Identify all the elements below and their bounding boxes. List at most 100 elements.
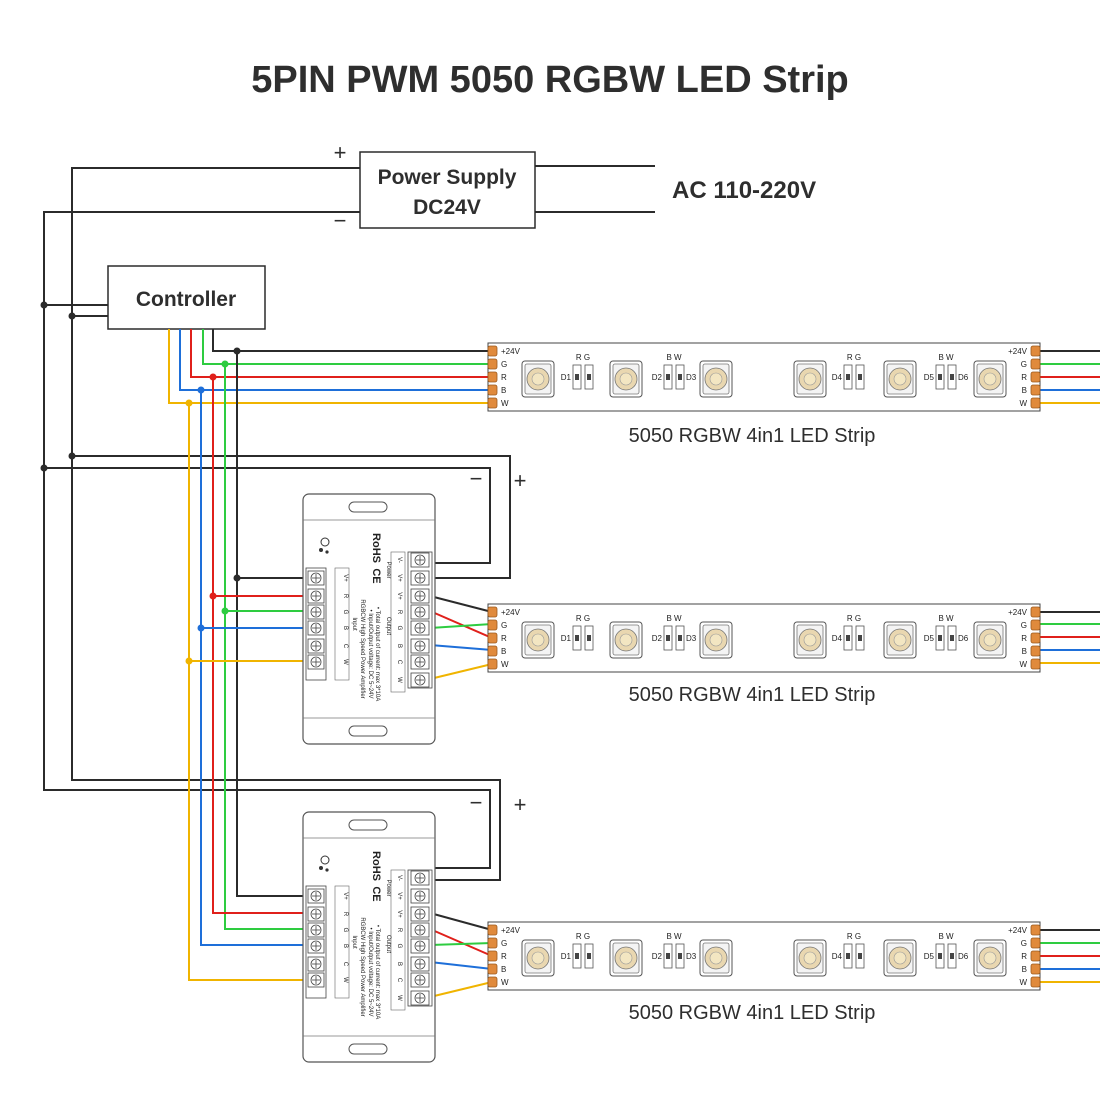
- amp-output-pin-label: V+: [396, 910, 402, 918]
- power-supply: Power Supply DC24V + −: [334, 140, 536, 233]
- power-supply-line2: DC24V: [413, 196, 481, 219]
- solder-pad-right: [1030, 976, 1041, 988]
- resistor-pair: R GD4: [832, 932, 865, 969]
- solder-pad-left: [487, 619, 498, 631]
- solder-pad-right: [1030, 658, 1041, 670]
- amp-input-pin-label: B: [342, 626, 348, 630]
- strip-pin-label-left: +24V: [501, 926, 521, 935]
- svg-text:D5: D5: [924, 952, 935, 961]
- amp-output-pin-label: B: [396, 962, 402, 966]
- strip-pin-label-right: R: [1021, 634, 1027, 643]
- strip-pin-label-right: G: [1021, 621, 1027, 630]
- amp-input-pin-label: V+: [342, 574, 348, 582]
- svg-text:D3: D3: [686, 373, 697, 382]
- amp-output-pin-label: G: [396, 944, 402, 949]
- solder-pad-left: [487, 645, 498, 657]
- amp-spec-current: • Total output of current: max 3*10A: [374, 607, 380, 701]
- svg-text:D1: D1: [561, 952, 572, 961]
- led-chip-5050: [699, 939, 733, 977]
- amp-input-pin-label: G: [342, 610, 348, 615]
- strip-pin-label-right: G: [1021, 939, 1027, 948]
- solder-pad-right: [1030, 606, 1041, 618]
- strip-pin-label-right: +24V: [1008, 608, 1028, 617]
- amp-output-pin-label: G: [396, 626, 402, 631]
- amp1-supply-plus: +: [514, 468, 527, 493]
- strip-pin-label-left: B: [501, 647, 506, 656]
- amp2-supply-plus: +: [514, 792, 527, 817]
- svg-text:D6: D6: [958, 373, 969, 382]
- amp-input-pin-label: W: [342, 659, 348, 665]
- controller-label: Controller: [136, 288, 236, 311]
- brand-logo-icon: [319, 855, 330, 872]
- solder-pad-left: [487, 976, 498, 988]
- svg-text:R G: R G: [847, 353, 861, 362]
- amp-power-label: Power: [385, 879, 391, 896]
- strip-pin-label-left: R: [501, 373, 507, 382]
- strip-continuation-wires: [1040, 350, 1100, 983]
- led-chip-5050: [699, 360, 733, 398]
- strip-pin-label-right: B: [1022, 647, 1027, 656]
- amp-product-name: RGBCW High Speed Power Amplifier: [359, 599, 365, 698]
- solder-pad-right: [1030, 950, 1041, 962]
- svg-text:R G: R G: [847, 932, 861, 941]
- led-strip-3-label: 5050 RGBW 4in1 LED Strip: [629, 1002, 876, 1024]
- svg-text:D2: D2: [652, 634, 663, 643]
- svg-text:D4: D4: [832, 373, 843, 382]
- strip-pin-label-right: W: [1019, 660, 1027, 669]
- led-chip-5050: [521, 621, 555, 659]
- solder-pad-right: [1030, 384, 1041, 396]
- svg-text:R G: R G: [576, 353, 590, 362]
- solder-pad-left: [487, 606, 498, 618]
- led-chip-5050: [973, 360, 1007, 398]
- svg-text:R G: R G: [576, 614, 590, 623]
- resistor-pair: R G D4: [832, 353, 865, 390]
- strip-pin-label-left: R: [501, 952, 507, 961]
- strip-pin-label-left: G: [501, 360, 507, 369]
- amp-power-label: Power: [385, 561, 391, 578]
- strip-pin-label-right: W: [1019, 978, 1027, 987]
- bus-junction-dots: [40, 301, 76, 472]
- resistor-pair: R GD1: [561, 932, 594, 969]
- solder-pad-right: [1030, 924, 1041, 936]
- ac-input-label: AC 110-220V: [672, 177, 816, 204]
- svg-text:B W: B W: [666, 614, 682, 623]
- led-chip-5050: [609, 621, 643, 659]
- strip-pin-label-right: R: [1021, 373, 1027, 382]
- svg-text:D2: D2: [652, 952, 663, 961]
- solder-pad-right: [1030, 963, 1041, 975]
- solder-pad-right: [1030, 397, 1041, 409]
- amp-power-pin-label: V+: [396, 574, 402, 582]
- svg-text:B W: B W: [938, 614, 954, 623]
- strip-pin-label-left: +24V: [501, 608, 521, 617]
- solder-pad-left: [487, 937, 498, 949]
- strip-pin-label-left: W: [501, 978, 509, 987]
- strip-pin-label-right: B: [1022, 386, 1027, 395]
- strip-pin-label-left: R: [501, 634, 507, 643]
- led-chip-5050: [973, 621, 1007, 659]
- strip-pin-label-right: R: [1021, 952, 1027, 961]
- amp2-supply-minus: −: [470, 790, 483, 815]
- strip-pin-label-left: B: [501, 386, 506, 395]
- svg-text:B W: B W: [938, 353, 954, 362]
- solder-pad-left: [487, 963, 498, 975]
- amp-input-label: Input: [351, 617, 357, 631]
- led-chip-5050: [973, 939, 1007, 977]
- strip-pin-label-right: W: [1019, 399, 1027, 408]
- diagram-title: 5PIN PWM 5050 RGBW LED Strip: [251, 59, 849, 101]
- solder-pad-right: [1030, 371, 1041, 383]
- amp-power-pin-label: V-: [396, 875, 402, 881]
- power-supply-line1: Power Supply: [378, 166, 517, 189]
- strip-pin-label-right: B: [1022, 965, 1027, 974]
- svg-text:D4: D4: [832, 634, 843, 643]
- amp-power-pin-label: V-: [396, 557, 402, 563]
- rohs-mark: RoHS: [370, 533, 382, 563]
- solder-pad-left: [487, 358, 498, 370]
- amp-output-pin-label: C: [396, 660, 402, 665]
